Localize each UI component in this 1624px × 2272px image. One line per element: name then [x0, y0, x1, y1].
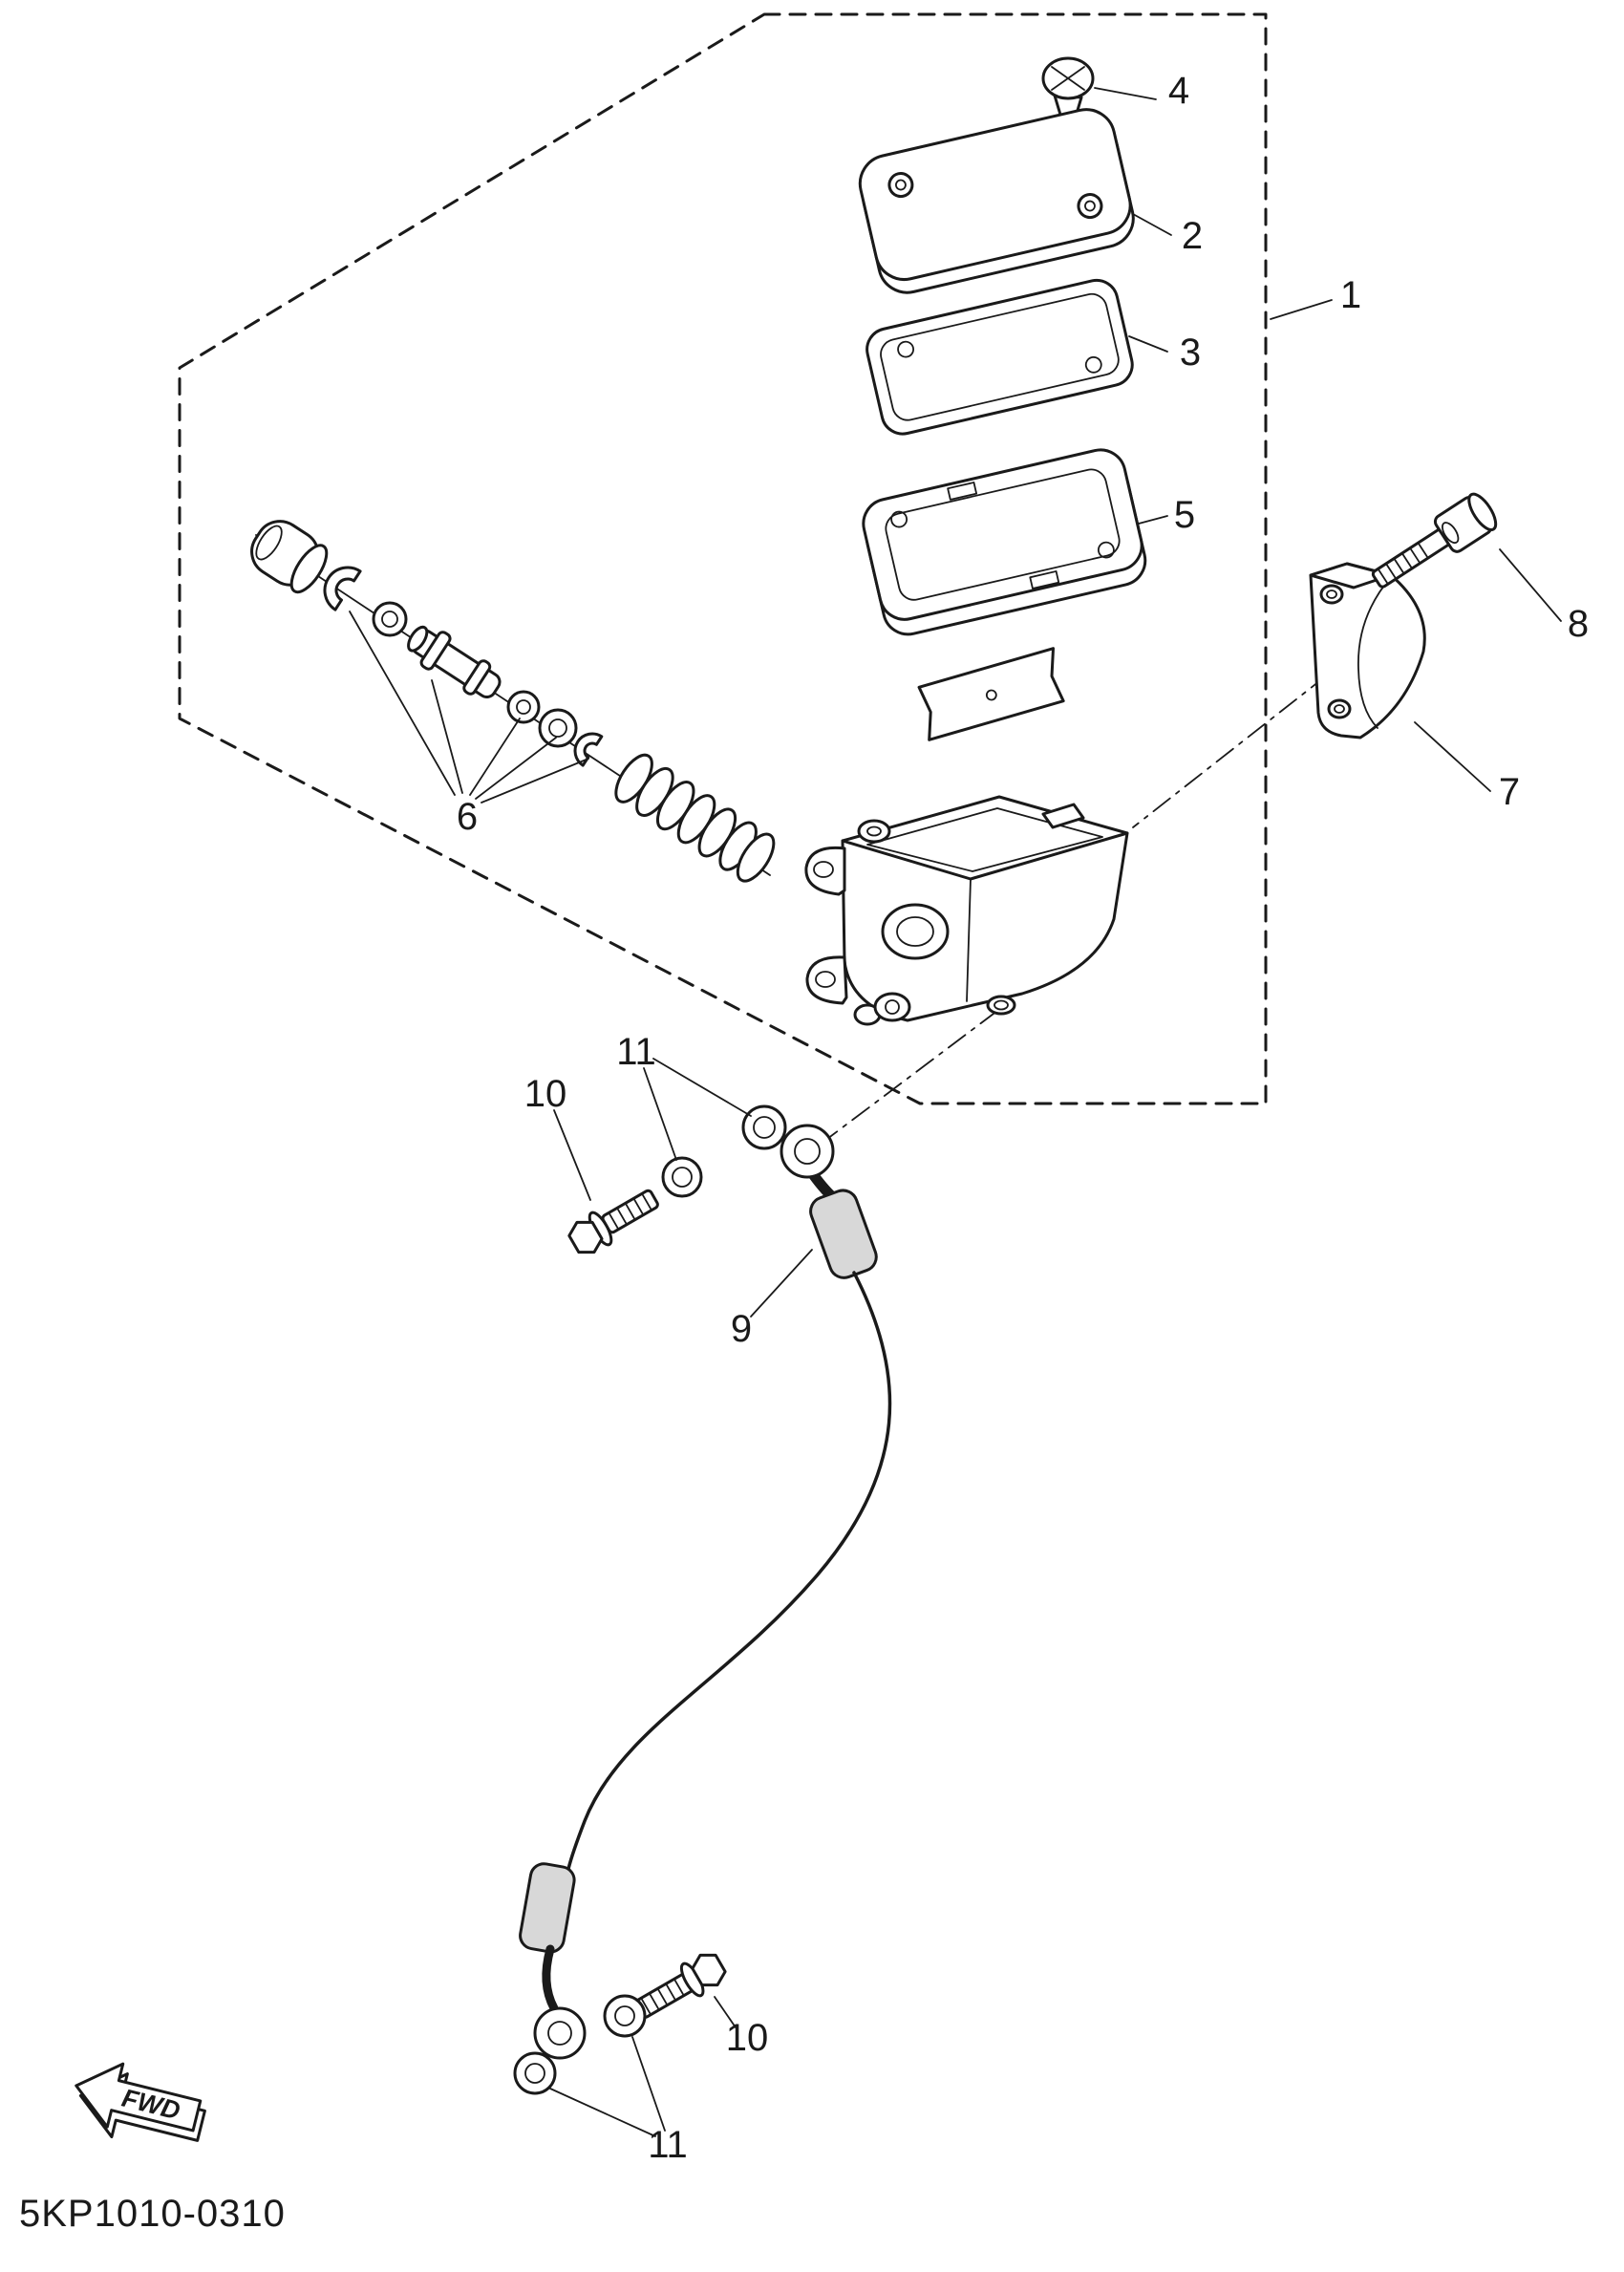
clamp-centerline [1132, 674, 1329, 828]
callout-5-leader [1138, 515, 1168, 525]
callout-11-lower-leaders [549, 2036, 666, 2137]
o-ring [372, 601, 408, 637]
master-cylinder-body [804, 795, 1129, 1026]
hose-port [986, 995, 1016, 1016]
part-7-holder-bracket [1309, 562, 1426, 739]
callout-7-leader [1414, 721, 1491, 792]
callout-1-leader [1270, 299, 1333, 320]
callout-11-upper-leaders [643, 1058, 752, 1161]
hose-boot-lower [519, 1862, 576, 1954]
hose-port-centerline [826, 1010, 998, 1140]
callout-8-label: 8 [1568, 603, 1589, 645]
callout-4-label: 4 [1168, 70, 1189, 112]
part-5-diaphragm [862, 448, 1147, 636]
callout-3-label: 3 [1180, 332, 1201, 374]
assembly-1-boundary [178, 12, 1268, 1105]
switch-tab [1041, 803, 1085, 829]
callout-3-leader [1128, 335, 1168, 353]
callout-10-upper-leader [553, 1109, 591, 1201]
part-11-washer-lower-1 [513, 2051, 557, 2095]
circlip [323, 566, 362, 611]
part-9-brake-hose [519, 1124, 892, 2060]
callout-7-label: 7 [1499, 771, 1520, 813]
callout-8-leader [1499, 548, 1562, 622]
return-spring [614, 753, 776, 883]
part-10-union-bolt-upper [567, 1189, 659, 1254]
callout-2-leader [1132, 213, 1172, 236]
callout-10-lower-label: 10 [726, 2017, 769, 2059]
hose-line [566, 1271, 892, 1871]
part-2-reservoir-cap [858, 108, 1135, 294]
callout-2-label: 2 [1182, 215, 1203, 257]
bushing [250, 520, 329, 594]
hose-boot-upper [809, 1189, 878, 1279]
part-11-washer-upper-2 [741, 1104, 787, 1150]
callout-10-lower-leader [714, 1996, 737, 2028]
cup-seal [538, 708, 578, 748]
callout-6-leaders [349, 611, 589, 804]
leader-lines [349, 87, 1562, 2137]
callout-6-label: 6 [457, 796, 478, 838]
part-10-union-bolt-lower [634, 1953, 727, 2019]
piston-washer [506, 690, 541, 724]
part-6-piston-assembly [250, 520, 776, 883]
fwd-arrow: FWD [75, 2062, 206, 2142]
reservoir-inner-plate [917, 647, 1065, 741]
callout-11-lower-label: 11 [648, 2124, 688, 2166]
callout-4-leader [1094, 87, 1157, 100]
callout-1-label: 1 [1340, 274, 1361, 316]
callout-9-leader [750, 1249, 813, 1318]
callout-11-upper-label: 11 [616, 1031, 656, 1073]
callout-9-label: 9 [731, 1308, 752, 1350]
part-11-washer-lower-2 [603, 1994, 647, 2038]
callout-10-upper-label: 10 [524, 1073, 567, 1115]
part-11-washer-upper-1 [661, 1156, 703, 1198]
retainer-clip [573, 732, 604, 767]
callout-labels: 1 2 3 4 5 6 7 8 9 10 11 10 11 [457, 70, 1589, 2166]
callout-5-label: 5 [1174, 494, 1195, 536]
part-3-diaphragm-plate [865, 278, 1134, 436]
piston [407, 625, 502, 699]
diagram-code: 5KP1010-0310 [19, 2193, 286, 2235]
part-8-holder-bolt [1371, 492, 1498, 589]
